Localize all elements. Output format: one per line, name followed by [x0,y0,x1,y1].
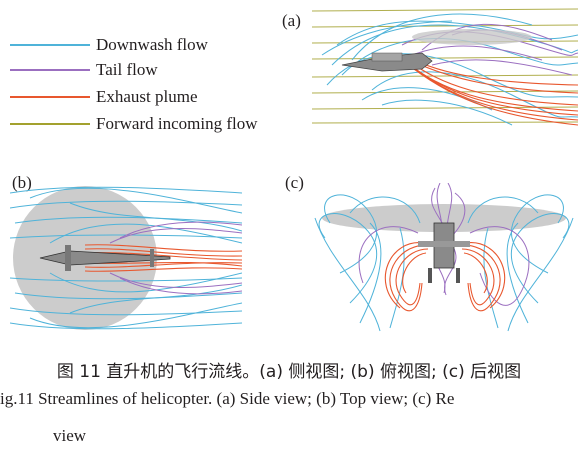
legend-label-exhaust: Exhaust plume [96,87,198,106]
legend-label-downwash: Downwash flow [96,35,208,54]
legend-label-forward: Forward incoming flow [96,114,258,133]
helicopter-rear-shape [418,222,470,283]
legend-item-forward: Forward incoming flow [10,113,257,135]
figure-caption-en-continued: view [53,426,87,445]
rotor-disk-rear [322,204,566,232]
legend-item-downwash: Downwash flow [10,34,208,56]
legend-label-tail: Tail flow [96,60,158,79]
legend-swatch-exhaust [10,96,90,98]
panel-c-rear-view [314,183,574,332]
legend-item-tail: Tail flow [10,59,158,81]
panel-b-label: (b) [12,173,32,192]
panel-a-label: (a) [282,11,301,30]
panel-b-top-view [10,186,242,330]
figure-caption-en: ig.11 Streamlines of helicopter. (a) Sid… [0,389,455,408]
legend-item-exhaust: Exhaust plume [10,86,198,108]
helicopter-top-shape [39,245,171,271]
panel-a-side-view [312,8,578,126]
panel-c-label: (c) [285,173,304,192]
legend-swatch-downwash [10,44,90,46]
legend-swatch-forward [10,123,90,125]
figure-caption-zh: 图 11 直升机的飞行流线。(a) 侧视图; (b) 俯视图; (c) 后视图 [56,362,522,382]
helicopter-side-shape [341,29,532,72]
legend-swatch-tail [10,69,90,71]
